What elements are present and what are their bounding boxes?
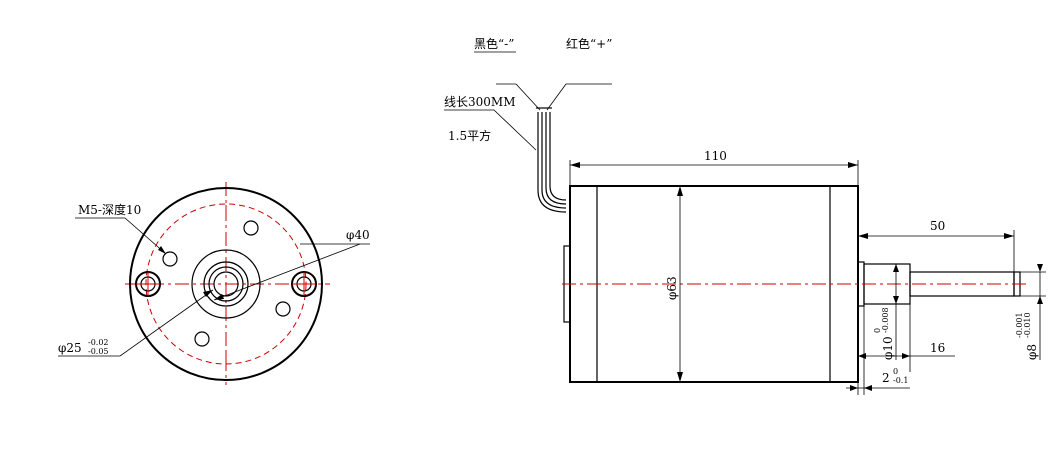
- red-wire-leader: [546, 83, 567, 111]
- shaft-tol-upper: -0.001: [1015, 312, 1024, 338]
- body-length-label: 110: [704, 149, 727, 163]
- pilot-leader: [58, 289, 214, 357]
- black-wire-label: 黑色“-”: [474, 37, 514, 51]
- wire-length-leader: [444, 109, 537, 151]
- red-wire-label: 红色“+”: [566, 36, 612, 51]
- front-outer-circle: [129, 187, 323, 381]
- step-tol-lower: -0.1: [893, 376, 908, 385]
- front-view: M5-深度10 φ40 φ25 -0.02 -0.05: [58, 182, 370, 385]
- bolt-circle-leader: [213, 243, 361, 301]
- pilot-outer: [191, 249, 261, 319]
- thread-hole-4: [194, 331, 210, 347]
- thread-hole-2: [243, 220, 259, 236]
- pilot-tol-lower: -0.05: [88, 347, 109, 356]
- pilot-inner: [203, 261, 249, 307]
- pilot-dia-label: φ25: [58, 341, 82, 355]
- wire-length-label: 线长300MM: [444, 95, 515, 109]
- wire-gauge-label: 1.5平方: [448, 128, 491, 143]
- shoulder-tol-upper: 0: [873, 328, 882, 333]
- thread-hole-label: M5-深度10: [78, 202, 141, 217]
- thread-hole-1: [162, 251, 178, 267]
- shaft-outer: [208, 266, 244, 302]
- bolt-circle-label: φ40: [346, 228, 370, 242]
- black-wire-leader: [515, 83, 541, 111]
- step-tol-upper: 0: [893, 367, 898, 376]
- shoulder-dia-label: φ10: [881, 336, 895, 360]
- shaft-tol-lower: -0.010: [1023, 312, 1032, 338]
- wire-red: [545, 112, 567, 205]
- thread-leader: [75, 217, 167, 255]
- pilot-tol-upper: -0.02: [88, 338, 109, 347]
- wire-black: [537, 112, 567, 213]
- pilot-length-label: 16: [930, 341, 945, 355]
- shaft-length-label: 50: [930, 219, 945, 233]
- shaft-inner: [213, 271, 239, 297]
- step-label: 2: [882, 371, 890, 385]
- body-dia-label: φ63: [665, 276, 679, 300]
- shoulder-tol-lower: -0.008: [881, 307, 890, 333]
- shaft-dia-label: φ8: [1025, 344, 1039, 360]
- thread-hole-3: [275, 301, 291, 317]
- side-view: 黑色“-” 红色“+” 线长300MM 1.5平方: [444, 36, 1046, 395]
